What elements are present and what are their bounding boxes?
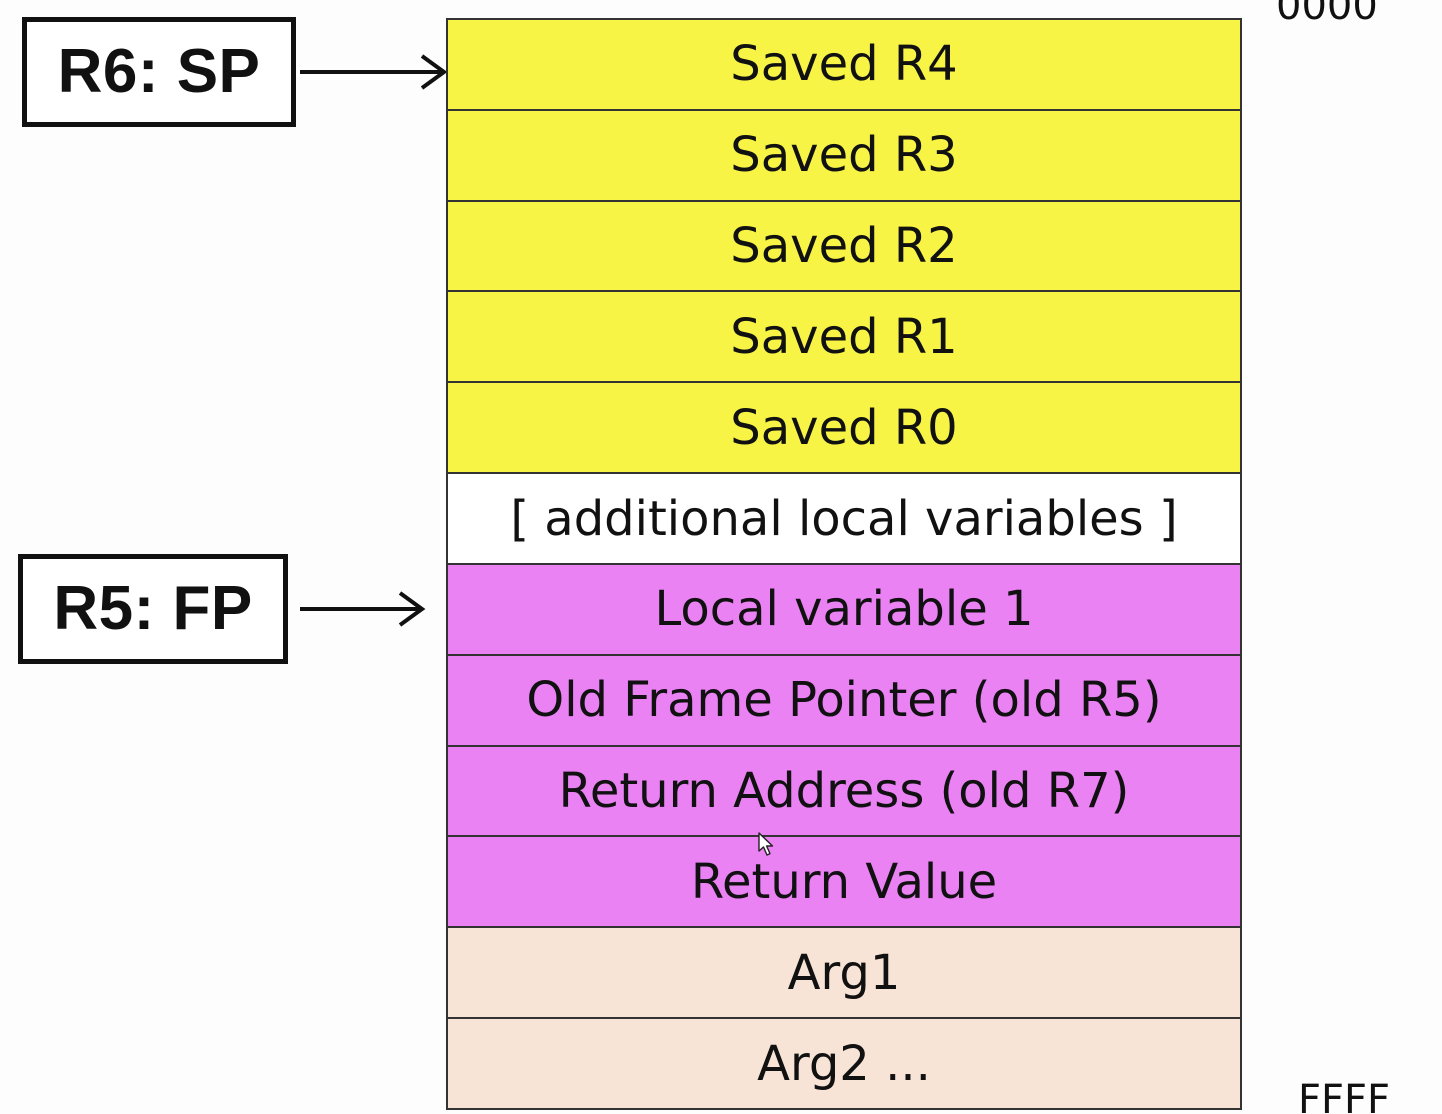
stack-cell-label: Arg1: [787, 944, 901, 1001]
sp-register-box: R6: SP: [22, 17, 296, 127]
stack-cell-return-address: Return Address (old R7): [448, 746, 1240, 838]
sp-pointer-arrow: [300, 54, 448, 90]
address-top-label: 0000: [1276, 0, 1378, 29]
stack-cell-arg2: Arg2 ...: [448, 1019, 1240, 1108]
stack-cell-label: Arg2 ...: [757, 1035, 931, 1092]
stack-cell-saved-r0: Saved R0: [448, 383, 1240, 475]
stack-cell-saved-r2: Saved R2: [448, 201, 1240, 293]
stack-cell-label: Return Address (old R7): [558, 763, 1130, 820]
stack-cell-label: Local variable 1: [654, 581, 1034, 638]
stack-cell-label: Old Frame Pointer (old R5): [526, 672, 1162, 729]
stack-cell-local-variable-1: Local variable 1: [448, 564, 1240, 656]
stack-cell-label: Saved R3: [730, 127, 958, 184]
stack-cell-saved-r4: Saved R4: [448, 20, 1240, 111]
address-bottom-label: FFFF: [1298, 1077, 1391, 1114]
stack-cell-saved-r1: Saved R1: [448, 292, 1240, 384]
mouse-pointer-icon: [758, 832, 774, 856]
stack-cell-return-value: Return Value: [448, 837, 1240, 929]
fp-pointer-arrow: [300, 591, 426, 627]
sp-register-label: R6: SP: [57, 37, 261, 106]
stack-cell-label: Saved R4: [730, 36, 958, 93]
stack-cell-label: [ additional local variables ]: [510, 490, 1178, 547]
stack-cell-label: Saved R0: [730, 399, 958, 456]
stack-cell-label: Return Value: [690, 853, 998, 910]
stack-column: Saved R4 Saved R3 Saved R2 Saved R1 Save…: [446, 18, 1242, 1110]
stack-cell-additional-locals: [ additional local variables ]: [448, 474, 1240, 565]
fp-register-label: R5: FP: [53, 574, 253, 643]
stack-cell-label: Saved R2: [730, 218, 958, 275]
stack-cell-label: Saved R1: [730, 308, 958, 365]
stack-cell-arg1: Arg1: [448, 928, 1240, 1020]
stack-cell-old-frame-pointer: Old Frame Pointer (old R5): [448, 655, 1240, 747]
stack-cell-saved-r3: Saved R3: [448, 110, 1240, 202]
fp-register-box: R5: FP: [18, 554, 288, 664]
